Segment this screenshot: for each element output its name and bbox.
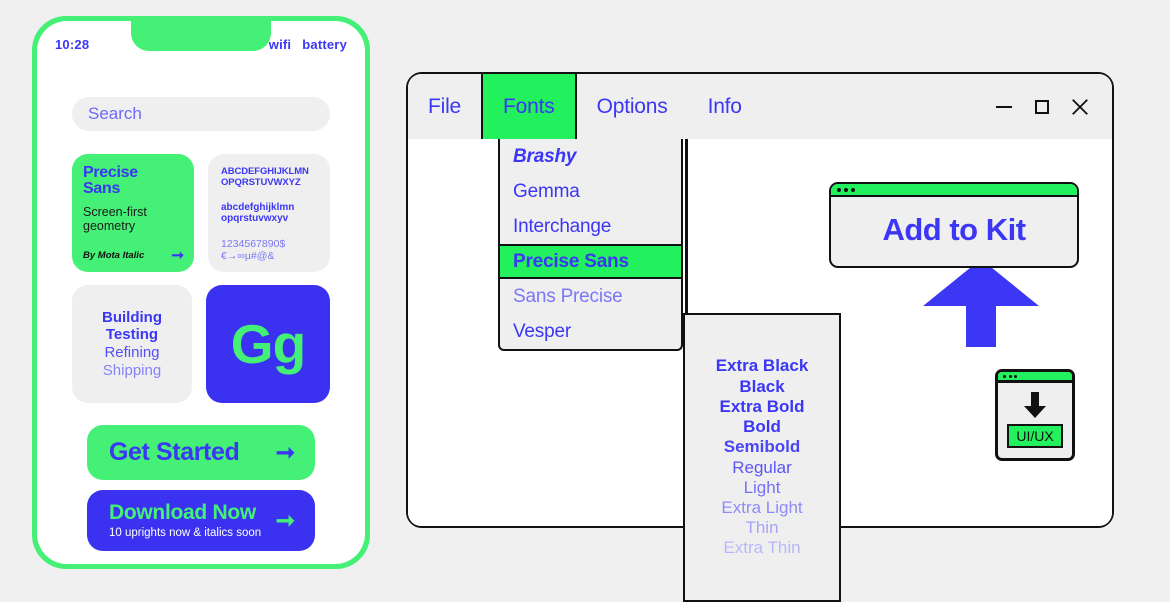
window-controls	[994, 74, 1112, 139]
phone-status-bar: 10:28 wifi battery	[37, 21, 365, 67]
glyph-sample: Gg	[230, 312, 306, 375]
weights-submenu: Extra Black Black Extra Bold Bold Semibo…	[683, 313, 841, 602]
glyph-card: Gg	[206, 285, 330, 403]
cta-sublabel: 10 uprights now & italics soon	[109, 526, 262, 539]
arrow-right-icon[interactable]: ➞	[171, 247, 184, 264]
specimen-lowercase: abcdefghijklmn opqrstuvwxyv	[221, 201, 295, 225]
specimen-uppercase: ABCDEFGHIJKLMN OPQRSTUVWXYZ	[221, 166, 309, 189]
hero-footer: By Mota Italic ➞	[83, 248, 184, 263]
hero-subtitle: Screen-first geometry	[83, 204, 147, 233]
download-now-button[interactable]: Download Now 10 uprights now & italics s…	[87, 490, 315, 551]
window-dot-icon	[1008, 374, 1012, 378]
font-item-precise-sans[interactable]: Precise Sans	[500, 244, 681, 279]
font-item-brashy[interactable]: Brashy	[513, 145, 577, 167]
window-dot-icon	[1003, 374, 1006, 378]
menu-bar: File Fonts Options Info	[408, 74, 1112, 141]
menu-item-options[interactable]: Options	[596, 94, 668, 118]
status-line: Testing	[105, 326, 159, 344]
wifi-icon: wifi	[268, 36, 292, 52]
cta-label: Get Started	[109, 438, 240, 466]
menu-item-file[interactable]: File	[428, 94, 462, 118]
font-item-interchange[interactable]: Interchange	[513, 215, 612, 237]
weight-item-extra-black[interactable]: Extra Black	[715, 356, 809, 376]
search-input[interactable]: Search	[72, 97, 330, 131]
phone-notch	[131, 21, 271, 51]
arrow-right-icon: ➞	[275, 507, 295, 533]
status-time: 10:28	[55, 36, 90, 52]
status-line: Refining	[104, 344, 160, 361]
weight-item-extra-light[interactable]: Extra Light	[721, 497, 803, 517]
arrow-right-icon: ➞	[275, 439, 295, 465]
status-list-card: Building Testing Refining Shipping	[72, 285, 192, 403]
widget-body: UI/UX	[998, 383, 1072, 457]
weight-item-extra-thin[interactable]: Extra Thin	[723, 538, 801, 558]
add-to-kit-label: Add to Kit	[882, 212, 1026, 248]
weight-item-regular[interactable]: Regular	[732, 457, 792, 477]
battery-icon: battery	[302, 36, 347, 52]
weight-item-extra-bold[interactable]: Extra Bold	[719, 396, 805, 416]
hero-byline: By Mota Italic	[83, 250, 145, 261]
card-row-bottom: Building Testing Refining Shipping Gg	[72, 285, 330, 403]
uiux-chip: UI/UX	[1007, 423, 1063, 449]
specimen-numerals: 1234567890$ €→∞µ#@&	[221, 237, 286, 262]
arrow-up-icon	[923, 259, 1039, 347]
specimen-card: ABCDEFGHIJKLMN OPQRSTUVWXYZ abcdefghijkl…	[208, 154, 330, 272]
fonts-dropdown: Brashy Gemma Interchange Precise Sans Sa…	[498, 139, 683, 351]
download-arrow-icon	[1024, 391, 1046, 418]
card-row-top: Precise Sans Screen-first geometry By Mo…	[72, 154, 330, 272]
window-dot-icon	[851, 187, 855, 192]
hero-card[interactable]: Precise Sans Screen-first geometry By Mo…	[72, 154, 194, 272]
cta-text-group: Download Now 10 uprights now & italics s…	[109, 501, 262, 539]
menu-item-fonts[interactable]: Fonts	[481, 74, 577, 139]
weight-item-light[interactable]: Light	[743, 477, 781, 497]
get-started-button[interactable]: Get Started ➞	[87, 425, 315, 480]
application-window: File Fonts Options Info Brashy Gemma Int…	[406, 72, 1114, 602]
cta-label: Download Now	[109, 501, 256, 525]
menu-item-info[interactable]: Info	[707, 94, 742, 118]
uiux-download-widget[interactable]: UI/UX	[995, 369, 1075, 461]
hero-title: Precise Sans	[83, 164, 138, 198]
status-line: Shipping	[102, 361, 162, 379]
minimize-icon[interactable]	[994, 97, 1014, 117]
phone-mockup: 10:28 wifi battery Search Precise Sans S…	[32, 16, 370, 569]
close-icon[interactable]	[1070, 97, 1090, 117]
status-line: Building	[102, 308, 162, 326]
weight-item-semibold[interactable]: Semibold	[723, 437, 801, 457]
widget-title-bar	[998, 372, 1072, 383]
window-dot-icon	[844, 187, 848, 192]
phone-screen: 10:28 wifi battery Search Precise Sans S…	[37, 21, 365, 564]
weight-item-thin[interactable]: Thin	[745, 518, 779, 538]
font-item-sans-precise[interactable]: Sans Precise	[513, 285, 623, 307]
popup-title-bar	[831, 184, 1077, 197]
font-item-gemma[interactable]: Gemma	[513, 180, 580, 202]
add-to-kit-popup[interactable]: Add to Kit	[829, 182, 1079, 268]
maximize-icon[interactable]	[1032, 97, 1052, 117]
font-item-vesper[interactable]: Vesper	[513, 320, 571, 342]
weight-item-bold[interactable]: Bold	[743, 417, 781, 437]
weight-item-black[interactable]: Black	[739, 376, 785, 396]
window-dot-icon	[1014, 374, 1017, 378]
window-dot-icon	[837, 187, 841, 192]
popup-body: Add to Kit	[831, 197, 1077, 264]
